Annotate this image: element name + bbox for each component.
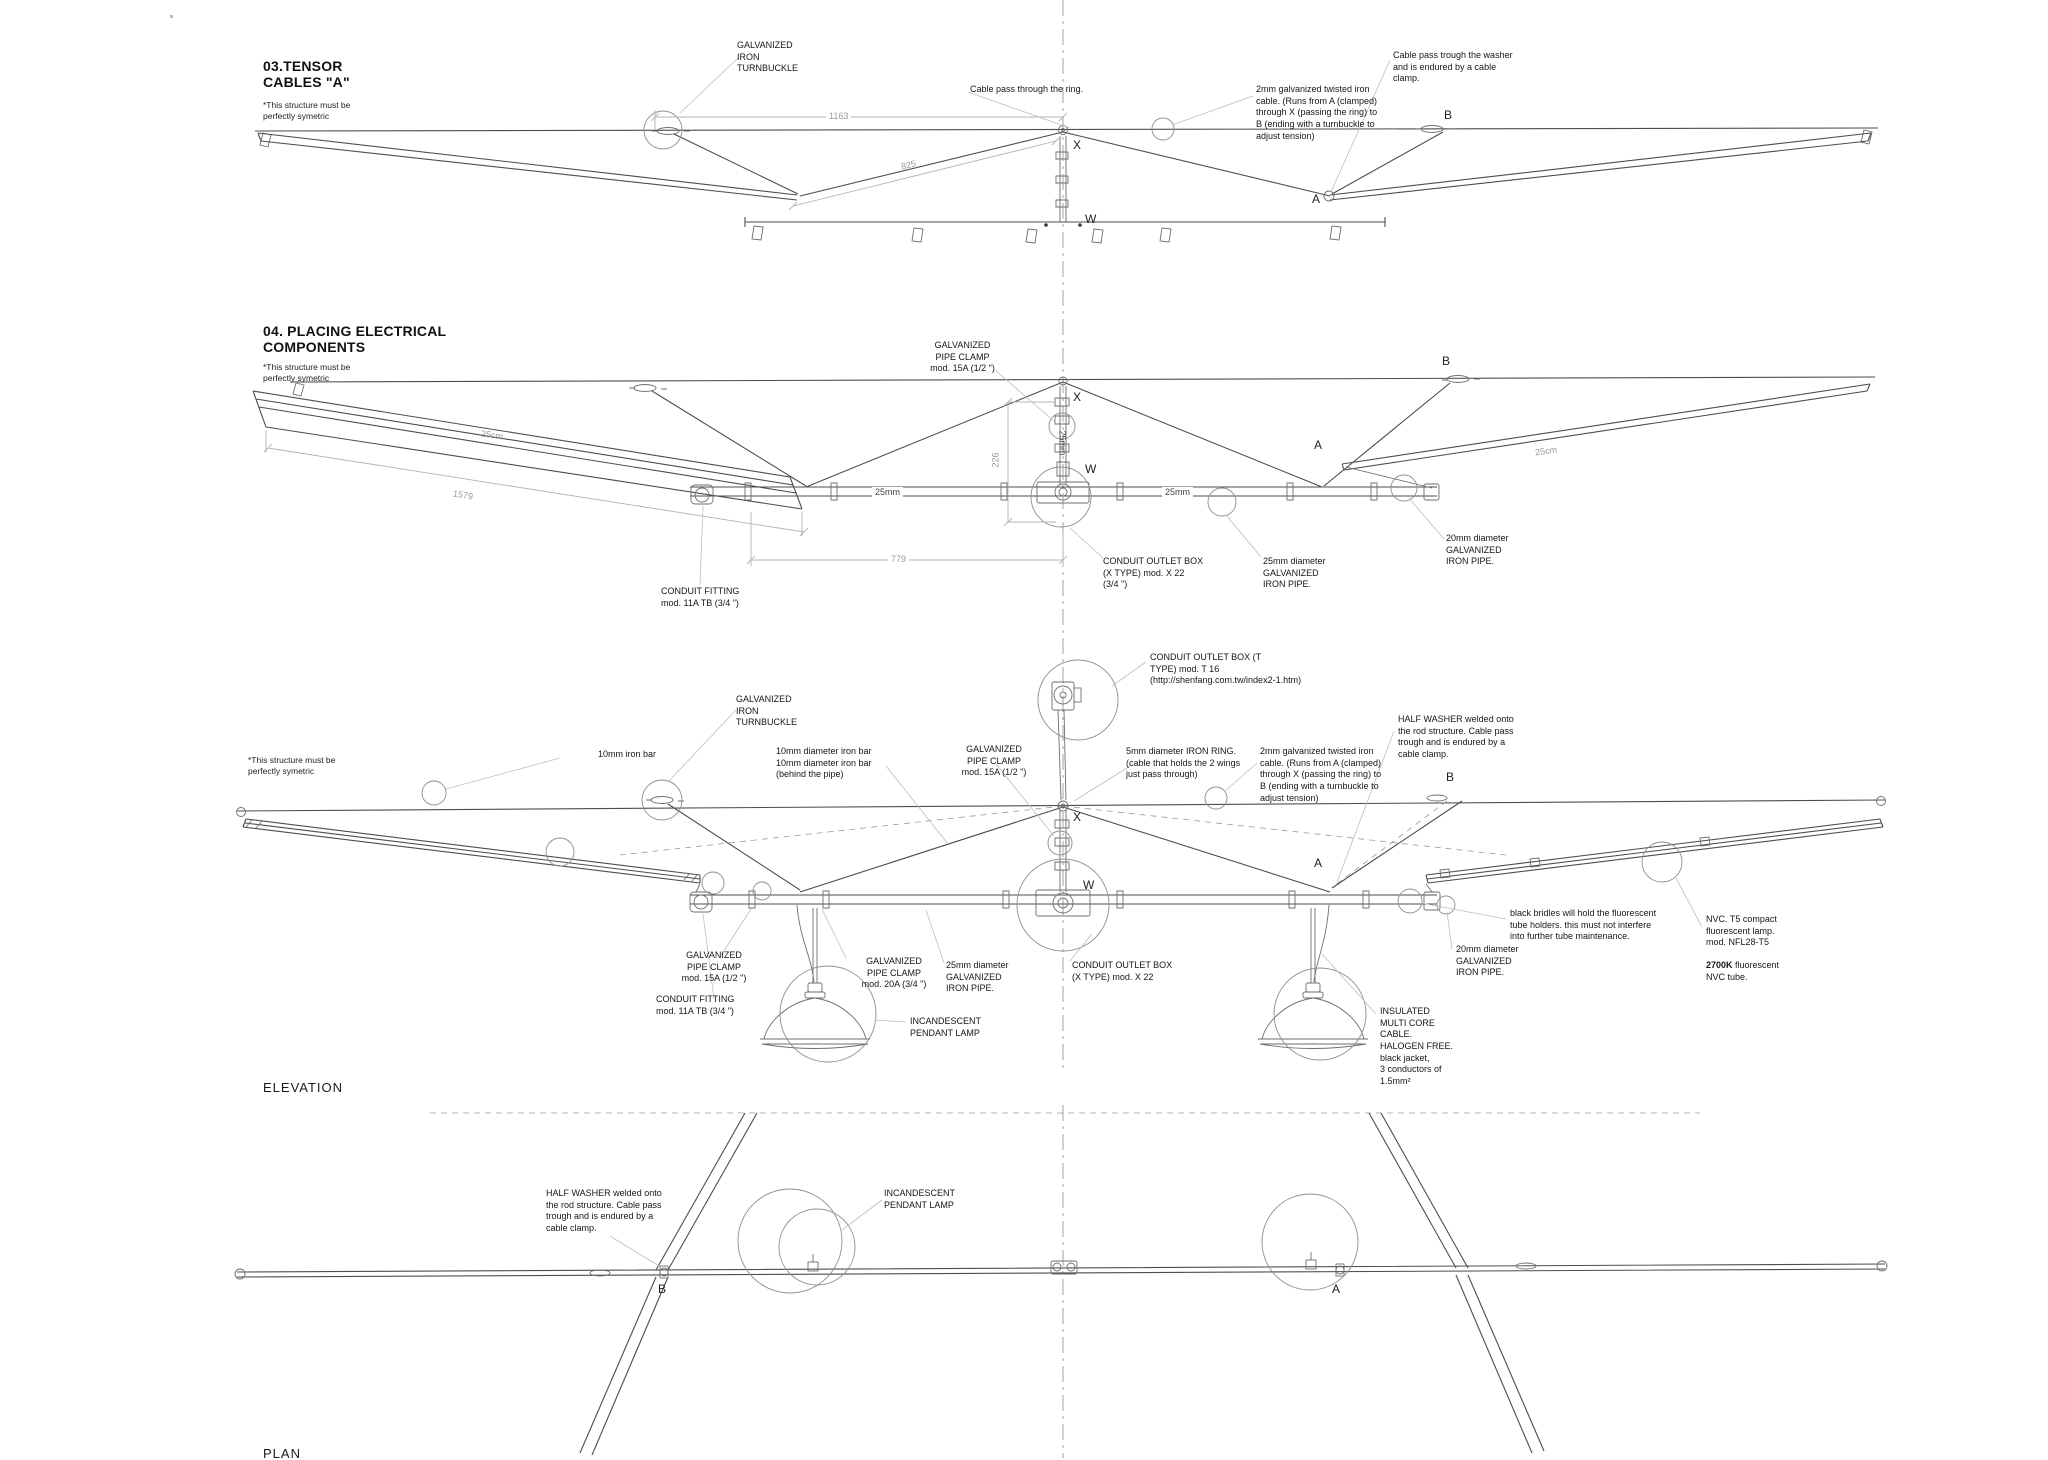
stray-mark — [170, 15, 173, 18]
dim-1163: 1163 — [826, 111, 852, 121]
label-iron-bar-det: 10mm iron bar — [598, 749, 657, 759]
point-x-04: X — [1073, 390, 1082, 404]
dim-226: 226 — [990, 452, 1001, 468]
label-pipe20-det: 20mm diameter GALVANIZED IRON PIPE. — [1456, 944, 1519, 978]
dim-25mm-right: 25mm — [1162, 487, 1194, 497]
section-03-number: 03. — [263, 58, 284, 74]
point-a-elev: A — [1332, 1282, 1341, 1296]
point-w-det: W — [1083, 878, 1095, 892]
label-lamp-det: INCANDESCENT PENDANT LAMP — [910, 1016, 982, 1038]
label-insulated-det: INSULATED MULTI CORE CABLE. HALOGEN FREE… — [1380, 1006, 1454, 1087]
point-x-det: X — [1073, 810, 1082, 824]
front-elevation-linework — [234, 1112, 1888, 1456]
point-a-03: A — [1312, 192, 1321, 206]
section-04-number: 04. — [263, 323, 284, 339]
label-bridles-det: black bridles will hold the fluorescent … — [1510, 908, 1657, 942]
label-pipe20-04: 20mm diameter GALVANIZED IRON PIPE. — [1446, 533, 1509, 567]
dim-779: 779 — [888, 554, 910, 564]
point-b-det: B — [1446, 770, 1455, 784]
point-a-04: A — [1314, 438, 1323, 452]
label-fitting-04: CONDUIT FITTING mod. 11A TB (3/4 ") — [661, 586, 740, 608]
detail-note: *This structure must be perfectly symetr… — [248, 755, 336, 777]
point-b-03: B — [1444, 108, 1453, 122]
label-fitting-det: CONDUIT FITTING mod. 11A TB (3/4 ") — [656, 994, 735, 1016]
section-03-note: *This structure must be perfectly symetr… — [263, 100, 351, 122]
label-lamp-elev: INCANDESCENT PENDANT LAMP — [884, 1188, 956, 1210]
section-04-title: 04. PLACING ELECTRICAL COMPONENTS — [263, 323, 447, 355]
dim-25mm-rod: 25mm — [1057, 430, 1068, 456]
elevation-title: ELEVATION — [263, 1080, 344, 1095]
plan-title: PLAN — [263, 1446, 301, 1460]
label-cable-2mm-det: 2mm galvanized twisted iron cable. (Runs… — [1260, 746, 1382, 803]
label-iron-bar2-det: 10mm diameter iron bar 10mm diameter iro… — [776, 746, 872, 780]
point-x-03: X — [1073, 138, 1082, 152]
label-nvc-det: NVC. T5 compact fluorescent lamp. mod. N… — [1706, 914, 1777, 948]
point-w-04: W — [1085, 462, 1097, 476]
label-outlet-x-det: CONDUIT OUTLET BOX (X TYPE) mod. X 22 — [1072, 960, 1173, 982]
section-04-note: *This structure must be perfectly symetr… — [263, 362, 351, 384]
point-b-04: B — [1442, 354, 1451, 368]
detail-elevation-linework — [236, 659, 1886, 1063]
label-outlet-x-04: CONDUIT OUTLET BOX (X TYPE) mod. X 22 (3… — [1103, 556, 1204, 590]
point-w-03: W — [1085, 212, 1097, 226]
label-half-washer-det: HALF WASHER welded onto the rod structur… — [1398, 714, 1514, 760]
label-cable-ring-03: Cable pass through the ring. — [970, 84, 1084, 94]
section-04-linework — [252, 369, 1876, 586]
section-03-linework — [254, 57, 1879, 244]
section-03-title: 03.TENSOR CABLES "A" — [263, 58, 350, 90]
label-half-washer-elev: HALF WASHER welded onto the rod structur… — [546, 1188, 662, 1234]
label-clamp15-det: GALVANIZED PIPE CLAMP mod. 15A (1/2 ") — [961, 744, 1027, 778]
label-outlet-t-det: CONDUIT OUTLET BOX (T TYPE) mod. T 16 (h… — [1150, 652, 1302, 686]
label-pipe25-det: 25mm diameter GALVANIZED IRON PIPE. — [946, 960, 1009, 994]
label-cable-2mm-03: 2mm galvanized twisted iron cable. (Runs… — [1256, 84, 1378, 141]
label-turnbuckle-det: GALVANIZED IRON TURNBUCKLE — [736, 694, 798, 728]
label-ring5-det: 5mm diameter IRON RING. (cable that hold… — [1126, 746, 1241, 780]
label-cable-washer-03: Cable pass trough the washer and is endu… — [1393, 50, 1513, 84]
point-a-det: A — [1314, 856, 1323, 870]
label-clamp20-det: GALVANIZED PIPE CLAMP mod. 20A (3/4 ") — [861, 956, 927, 990]
label-pipe-clamp15-04: GALVANIZED PIPE CLAMP mod. 15A (1/2 ") — [930, 340, 995, 374]
point-b-elev: B — [658, 1282, 667, 1296]
dim-25mm-left: 25mm — [872, 487, 904, 497]
label-pipe25-04: 25mm diameter GALVANIZED IRON PIPE. — [1263, 556, 1326, 590]
label-turnbuckle-03: GALVANIZED IRON TURNBUCKLE — [737, 40, 799, 74]
label-2700k-det: 2700K fluorescent NVC tube. — [1706, 960, 1780, 982]
label-clamp15b-det: GALVANIZED PIPE CLAMP mod. 15A (1/2 ") — [681, 950, 747, 984]
